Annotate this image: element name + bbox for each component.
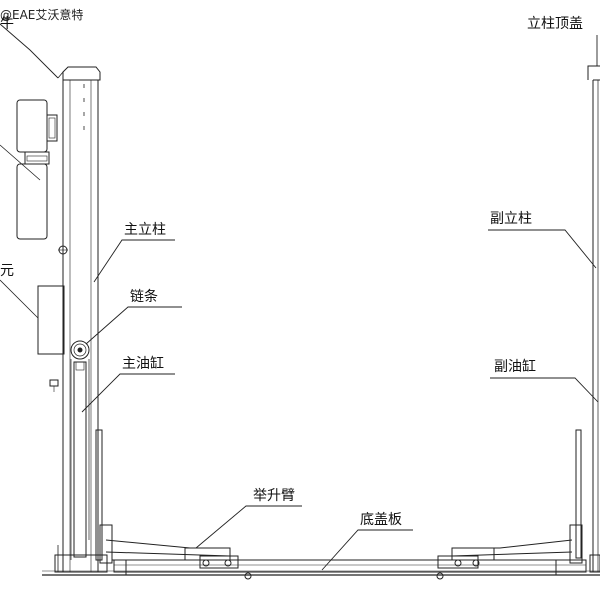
label-base-cover: 底盖板 bbox=[360, 512, 402, 528]
main-column-shape bbox=[54, 79, 108, 573]
main-column-top-cap bbox=[57, 66, 101, 81]
column-fittings bbox=[49, 245, 68, 392]
left-lift-arm bbox=[95, 429, 252, 580]
label-sub-cylinder: 副油缸 bbox=[494, 359, 536, 375]
chain-sprocket bbox=[70, 340, 90, 560]
label-chain: 链条 bbox=[130, 289, 158, 305]
label-sub-column: 副立柱 bbox=[490, 211, 532, 227]
leader-lines bbox=[0, 23, 599, 571]
sub-column-shape bbox=[587, 65, 600, 573]
main-cylinder-shape bbox=[73, 361, 87, 558]
base-cover-plate bbox=[113, 559, 587, 573]
label-partial-mid: 元 bbox=[0, 263, 14, 279]
ground-line bbox=[42, 570, 600, 576]
right-lift-arm bbox=[436, 429, 583, 580]
control-box bbox=[0, 279, 65, 355]
label-main-cylinder: 主油缸 bbox=[122, 356, 164, 372]
label-lift-arm: 举升臂 bbox=[253, 488, 295, 504]
motor-unit bbox=[0, 99, 58, 240]
watermark: @EAE艾沃意特 bbox=[0, 8, 84, 22]
label-column-top-cover: 立柱顶盖 bbox=[527, 16, 583, 32]
label-main-column: 主立柱 bbox=[124, 222, 166, 238]
label-partial-top: 牛 bbox=[0, 16, 14, 32]
